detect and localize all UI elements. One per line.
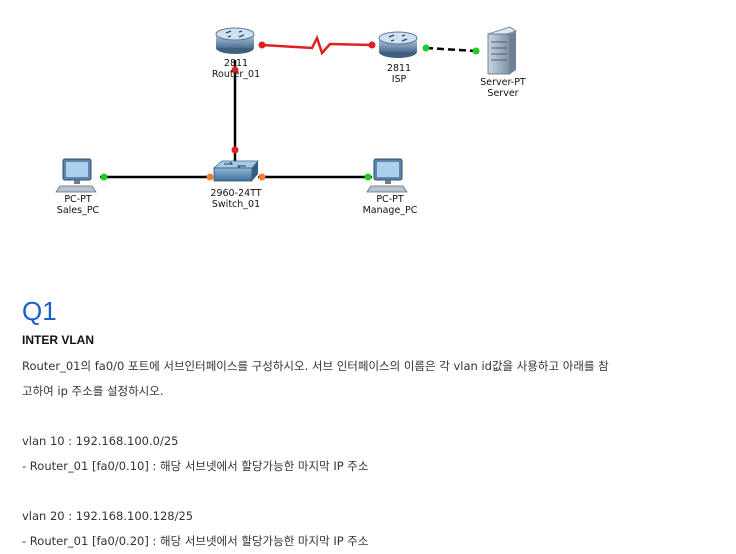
router-icon (215, 27, 255, 41)
vlan20-requirement: - Router_01 [fa0/0.20] : 해당 서브넷에서 할당가능한 … (22, 534, 369, 548)
port-light-server (472, 47, 480, 55)
question-subtitle: INTER VLAN (22, 333, 94, 347)
port-light-router-serial (258, 41, 266, 49)
instruction-line-2: 고하여 ip 주소를 설정하시오. (22, 384, 164, 398)
server-model: Server-PT (480, 77, 526, 88)
vlan20-subnet: vlan 20 : 192.168.100.128/25 (22, 509, 194, 523)
network-topology: 2811 Router_01 2811 ISP Server-PT Server (55, 26, 526, 216)
isp-model: 2811 (387, 63, 411, 74)
switch-icon (212, 160, 259, 182)
router-icon (378, 31, 418, 45)
sales-pc-name: Sales_PC (57, 205, 100, 216)
manage-pc-model: PC-PT (376, 194, 404, 205)
port-light-router-fa00 (231, 66, 239, 74)
port-light-managepc (364, 173, 372, 181)
sales-pc[interactable]: PC-PT Sales_PC (55, 158, 100, 216)
isp-name: ISP (392, 74, 407, 85)
port-light-switch-right (258, 173, 266, 181)
router-01-name: Router_01 (212, 69, 260, 80)
port-light-switch-left (206, 173, 214, 181)
sales-pc-model: PC-PT (64, 194, 92, 205)
port-lights (100, 41, 480, 181)
switch-01-name: Switch_01 (212, 199, 260, 210)
server[interactable]: Server-PT Server (480, 26, 526, 99)
switch-01-model: 2960-24TT (210, 188, 261, 199)
server-icon (487, 26, 517, 75)
router-01-model: 2811 (224, 58, 248, 69)
manage-pc-name: Manage_PC (363, 205, 418, 216)
router-01[interactable]: 2811 Router_01 (212, 27, 260, 80)
ethernet-link-isp-server[interactable] (425, 46, 477, 53)
vlan10-requirement: - Router_01 [fa0/0.10] : 해당 서브넷에서 할당가능한 … (22, 459, 369, 473)
links (100, 34, 477, 179)
serial-link-router-isp[interactable] (261, 34, 373, 56)
pc-icon (366, 158, 408, 193)
vlan10-subnet: vlan 10 : 192.168.100.0/25 (22, 434, 179, 448)
pc-icon (55, 158, 97, 193)
port-light-switch-uplink (231, 146, 239, 154)
server-name: Server (487, 88, 518, 99)
question-body: Router_01의 fa0/0 포트에 서브인터페이스를 구성하시오. 서브 … (22, 354, 722, 554)
router-isp[interactable]: 2811 ISP (378, 31, 418, 85)
question-title: Q1 (22, 296, 57, 326)
instruction-line-1: Router_01의 fa0/0 포트에 서브인터페이스를 구성하시오. 서브 … (22, 359, 609, 373)
port-light-isp-serial (368, 41, 376, 49)
port-light-salespc (100, 173, 108, 181)
port-light-isp-ethernet (422, 44, 430, 52)
manage-pc[interactable]: PC-PT Manage_PC (363, 158, 418, 216)
switch-01[interactable]: 2960-24TT Switch_01 (210, 160, 262, 210)
